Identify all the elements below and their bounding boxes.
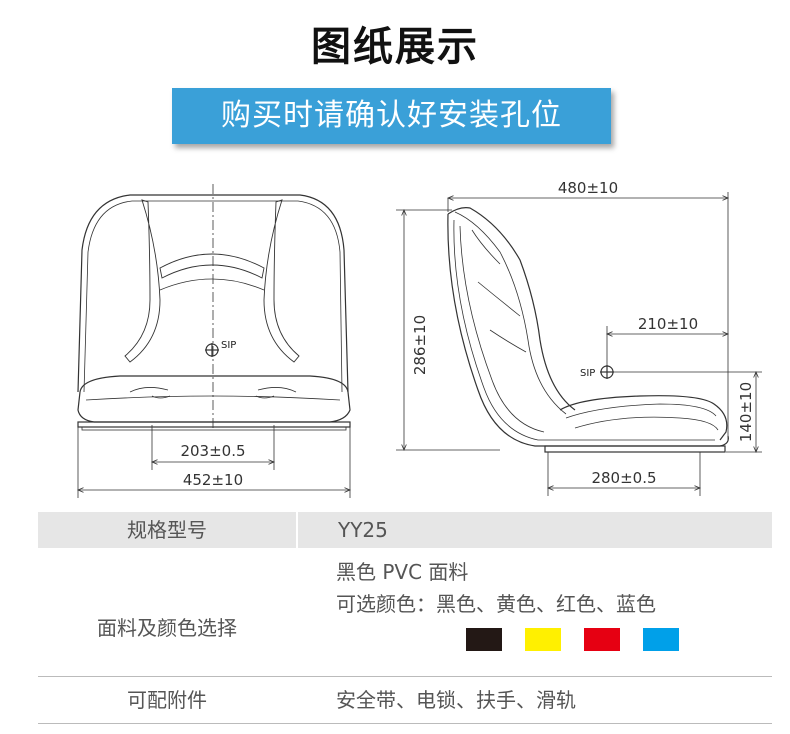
material-label: 面料及颜色选择	[97, 616, 237, 640]
seat-cushion-profile	[559, 395, 728, 441]
seat-technical-drawing: SIP 203±0.5 452±10 480±10 286±10 210±10 …	[0, 179, 762, 498]
material-value: 黑色 PVC 面料	[336, 560, 469, 584]
seat-back-profile	[447, 207, 576, 411]
side-sip-label: SIP	[580, 368, 595, 379]
sip-height-dimension: 140±10	[737, 382, 755, 442]
sip-offset-dimension: 210±10	[638, 315, 698, 333]
spec-table: 规格型号 YY25 面料及颜色选择 黑色 PVC 面料 可选颜色：黑色、黄色、红…	[38, 512, 772, 724]
accessories-label: 可配附件	[127, 688, 207, 712]
swatch-red[interactable]	[584, 628, 620, 651]
back-rib-right	[263, 199, 300, 363]
page-title: 图纸展示	[311, 24, 479, 70]
front-hole-dimension: 203±0.5	[180, 442, 245, 460]
model-label: 规格型号	[38, 512, 298, 548]
seat-back-outline	[77, 194, 349, 393]
model-value: YY25	[338, 518, 388, 542]
front-view	[78, 184, 350, 498]
side-depth-dimension: 480±10	[558, 179, 618, 197]
front-sip-label: SIP	[221, 340, 236, 351]
side-height-dimension: 286±10	[411, 315, 429, 375]
side-hole-dimension: 280±0.5	[591, 469, 656, 487]
back-rib-left	[124, 199, 161, 363]
swatch-yellow[interactable]	[525, 628, 561, 651]
swatch-black[interactable]	[466, 628, 502, 651]
install-notice-banner: 购买时请确认好安装孔位	[172, 88, 611, 144]
seat-cushion-front	[77, 375, 351, 423]
color-swatches	[466, 628, 772, 651]
colors-value: 可选颜色：黑色、黄色、红色、蓝色	[336, 592, 656, 616]
accessories-value: 安全带、电锁、扶手、滑轨	[336, 688, 576, 712]
spec-row-model: 规格型号 YY25	[38, 512, 772, 548]
swatch-blue[interactable]	[643, 628, 679, 651]
spec-row-accessories: 可配附件 安全带、电锁、扶手、滑轨	[38, 677, 772, 724]
spec-row-material: 面料及颜色选择 黑色 PVC 面料 可选颜色：黑色、黄色、红色、蓝色	[38, 548, 772, 677]
front-width-dimension: 452±10	[183, 471, 243, 489]
side-view	[396, 192, 762, 496]
material-values: 黑色 PVC 面料 可选颜色：黑色、黄色、红色、蓝色	[296, 548, 772, 676]
